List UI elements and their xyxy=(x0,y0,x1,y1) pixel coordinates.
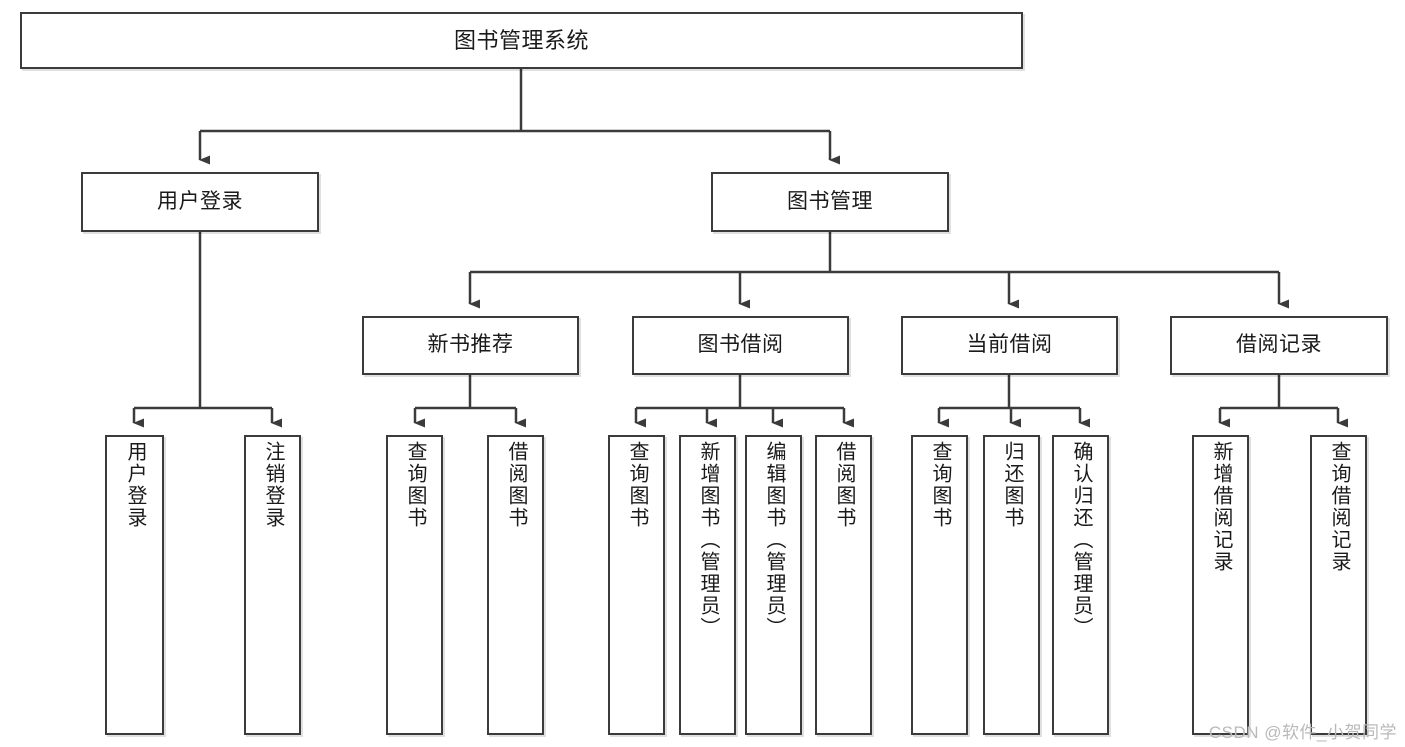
node-label: 查询图书 xyxy=(626,441,648,529)
node-leaf-user-logout[interactable]: 注销登录 xyxy=(244,435,301,735)
node-label: 确认归还（管理员） xyxy=(1070,441,1092,639)
node-label: 编辑图书（管理员） xyxy=(763,441,785,639)
node-label: 新增图书（管理员） xyxy=(697,441,719,639)
node-label: 借阅图书 xyxy=(505,441,527,529)
node-label: 图书管理系统 xyxy=(453,27,589,53)
csdn-watermark: CSDN @软件_小贺同学 xyxy=(1208,723,1397,742)
node-leaf-borrow-book-2[interactable]: 借阅图书 xyxy=(815,435,872,735)
node-label: 用户登录 xyxy=(124,441,146,529)
node-leaf-borrow-book-1[interactable]: 借阅图书 xyxy=(487,435,544,735)
node-label: 查询图书 xyxy=(404,441,426,529)
node-label: 图书管理 xyxy=(787,189,873,213)
node-leaf-user-login[interactable]: 用户登录 xyxy=(105,435,164,735)
node-book-borrow[interactable]: 图书借阅 xyxy=(632,316,849,375)
node-label: 查询图书 xyxy=(929,441,951,529)
node-book-manage[interactable]: 图书管理 xyxy=(711,172,949,232)
node-leaf-add-record[interactable]: 新增借阅记录 xyxy=(1192,435,1249,735)
node-label: 新增借阅记录 xyxy=(1210,441,1232,573)
node-label: 查询借阅记录 xyxy=(1328,441,1350,573)
node-leaf-edit-book[interactable]: 编辑图书（管理员） xyxy=(745,435,802,735)
node-label: 注销登录 xyxy=(262,441,284,529)
node-label: 借阅图书 xyxy=(833,441,855,529)
node-root[interactable]: 图书管理系统 xyxy=(20,12,1023,69)
node-label: 图书借阅 xyxy=(697,333,784,357)
node-user-login[interactable]: 用户登录 xyxy=(81,172,319,232)
node-label: 新书推荐 xyxy=(427,333,514,357)
node-leaf-confirm-return[interactable]: 确认归还（管理员） xyxy=(1052,435,1109,735)
node-current-borrow[interactable]: 当前借阅 xyxy=(901,316,1118,375)
node-leaf-query-book-2[interactable]: 查询图书 xyxy=(608,435,665,735)
node-borrow-record[interactable]: 借阅记录 xyxy=(1170,316,1388,375)
node-leaf-add-book[interactable]: 新增图书（管理员） xyxy=(679,435,736,735)
node-leaf-query-record[interactable]: 查询借阅记录 xyxy=(1310,435,1367,735)
node-label: 用户登录 xyxy=(157,189,243,213)
node-leaf-query-book-3[interactable]: 查询图书 xyxy=(911,435,968,735)
node-new-book-rec[interactable]: 新书推荐 xyxy=(362,316,579,375)
node-label: 借阅记录 xyxy=(1236,333,1322,357)
node-label: 归还图书 xyxy=(1001,441,1023,529)
node-leaf-return-book[interactable]: 归还图书 xyxy=(983,435,1040,735)
node-leaf-query-book-1[interactable]: 查询图书 xyxy=(386,435,443,735)
node-label: 当前借阅 xyxy=(966,333,1053,357)
